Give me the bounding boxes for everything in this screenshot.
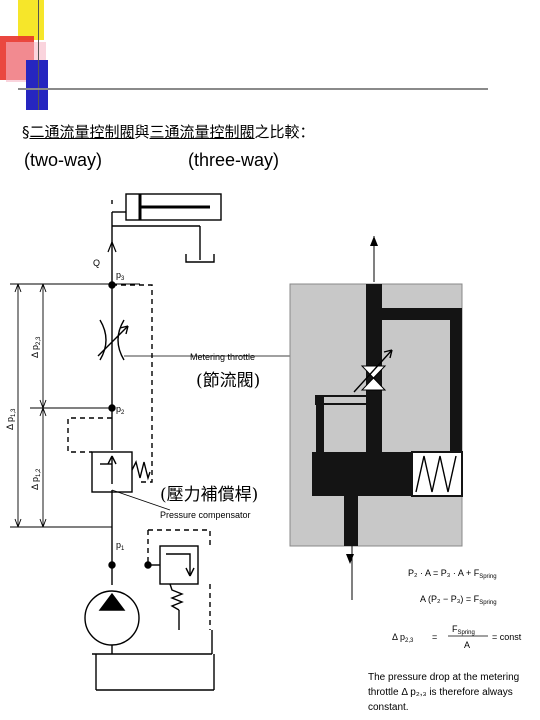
p3-label: p3 (116, 270, 125, 282)
pressure-drop-note: The pressure drop at the metering thrott… (368, 672, 520, 713)
heading-connector: 與 (134, 123, 150, 141)
page-heading: §二通流量控制閥與三通流量控制閥之比較： (22, 121, 315, 142)
decor-vertical-line (38, 0, 39, 110)
equation-3-equals: = (432, 632, 437, 642)
decor-blue-square (26, 60, 48, 110)
subheading-three-way: (three-way) (188, 150, 280, 170)
equation-3-denominator: A (464, 640, 470, 650)
pressure-compensator-cn-label: (壓力補償桿) (160, 485, 258, 505)
cylinder (111, 193, 222, 263)
dp12-label: Δ p1,2 (30, 468, 42, 490)
metering-throttle-cn-label: (節流閥) (196, 371, 260, 391)
equation-3-lhs: Δ p2,3 (392, 632, 414, 644)
pressure-compensator-symbol (91, 451, 171, 511)
dp23-label: Δ p2,3 (30, 336, 42, 358)
dimension-lines (10, 283, 140, 528)
pilot-lines (67, 284, 153, 483)
flow-control-diagram: Q p3 p2 p1 Δ p1,3 Δ p2,3 Δ p1,2 Metering… (5, 193, 522, 691)
flow-q-label: Q (93, 258, 100, 268)
section-symbol: § (22, 123, 30, 141)
equation-3-rhs: = const (492, 632, 522, 642)
three-way-valve-section (289, 236, 463, 600)
relief-valve-symbol (147, 529, 211, 630)
pump-symbol (84, 590, 215, 691)
pressure-compensator-label: Pressure compensator (160, 510, 251, 520)
equations: P₂ · A = P₃ · A + FSpring A (P₂ − P₃) = … (392, 568, 522, 650)
equation-3-numerator: FSpring (452, 624, 475, 636)
subheading-two-way: (two-way) (24, 150, 103, 170)
p2-label: p2 (116, 404, 125, 416)
two-way-schematic (10, 193, 290, 691)
p1-label: p1 (116, 540, 125, 552)
equation-1: P₂ · A = P₃ · A + FSpring (408, 568, 497, 580)
equation-2: A (P₂ − P₃) = FSpring (420, 594, 497, 606)
heading-suffix: 之比較： (254, 123, 315, 141)
metering-throttle-label: Metering throttle (190, 352, 255, 362)
decor-yellow-square (18, 0, 44, 40)
heading-two-way: 二通流量控制閥 (29, 123, 135, 141)
decor-horizontal-line (18, 88, 488, 90)
heading-three-way: 三通流量控制閥 (149, 123, 255, 141)
dp13-label: Δ p1,3 (5, 408, 17, 430)
